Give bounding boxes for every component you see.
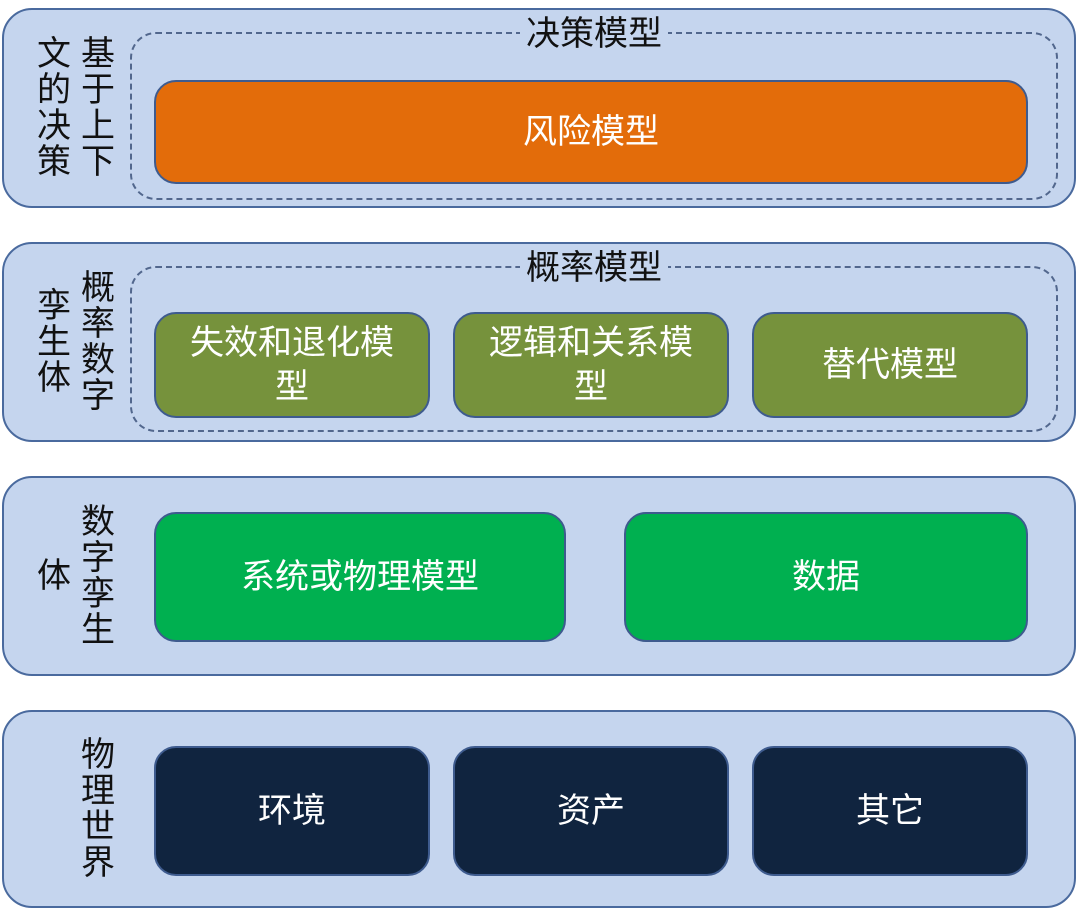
box-logic-relation-model: 逻辑和关系模型 xyxy=(453,312,729,418)
side-label-char: 数 xyxy=(81,502,115,542)
side-label-char: 字 xyxy=(81,538,115,578)
side-label-char: 世 xyxy=(81,807,115,847)
box-others: 其它 xyxy=(752,746,1028,876)
group-title-text: 决策模型 xyxy=(520,14,668,54)
side-label-char: 的 xyxy=(37,70,71,110)
side-label-char: 孪 xyxy=(81,574,115,614)
side-label-char: 物 xyxy=(81,735,115,775)
side-label-column: 物理世界 xyxy=(76,737,120,881)
group-title: 概率模型 xyxy=(132,248,1056,288)
side-label-column: 孪生体 xyxy=(32,288,76,396)
box-risk-model: 风险模型 xyxy=(154,80,1028,184)
box-environment: 环境 xyxy=(154,746,430,876)
layer-physical-world-side-label: 物理世界 xyxy=(72,712,120,906)
box-system-physical-model: 系统或物理模型 xyxy=(154,512,566,642)
side-label-char: 体 xyxy=(37,556,71,596)
side-label-column: 概率数字 xyxy=(76,270,120,414)
side-label-char: 孪 xyxy=(37,286,71,326)
side-label-char: 决 xyxy=(37,106,71,146)
box-data: 数据 xyxy=(624,512,1028,642)
side-label-column: 数字孪生 xyxy=(76,504,120,648)
side-label-char: 率 xyxy=(81,304,115,344)
side-label-char: 数 xyxy=(81,340,115,380)
layer-probabilistic-twin-side-label: 概率数字 孪生体 xyxy=(28,244,120,440)
group-decision-model: 决策模型 xyxy=(130,14,1058,200)
side-label-char: 字 xyxy=(81,376,115,416)
side-label-char: 下 xyxy=(81,142,115,182)
layer-probabilistic-twin: 概率数字 孪生体 概率模型 失效和退化模型 逻辑和关系模型 替代模型 xyxy=(2,242,1076,442)
group-title: 决策模型 xyxy=(132,14,1056,54)
side-label-char: 概 xyxy=(81,268,115,308)
side-label-char: 生 xyxy=(37,322,71,362)
side-label-char: 策 xyxy=(37,142,71,182)
side-label-char: 上 xyxy=(81,106,115,146)
side-label-column: 基于上下 xyxy=(76,36,120,180)
side-label-char: 文 xyxy=(37,34,71,74)
layer-physical-world: 物理世界 环境 资产 其它 xyxy=(2,710,1076,908)
group-title-text: 概率模型 xyxy=(520,248,668,288)
side-label-char: 界 xyxy=(81,843,115,883)
layer-digital-twin-side-label: 数字孪生 体 xyxy=(28,478,120,674)
side-label-char: 基 xyxy=(81,34,115,74)
side-label-char: 生 xyxy=(81,610,115,650)
layer-digital-twin: 数字孪生 体 系统或物理模型 数据 xyxy=(2,476,1076,676)
group-probabilistic-model: 概率模型 xyxy=(130,248,1058,432)
box-failure-degradation-model: 失效和退化模型 xyxy=(154,312,430,418)
side-label-char: 理 xyxy=(81,771,115,811)
layer-decision: 基于上下 文的决策 决策模型 风险模型 xyxy=(2,8,1076,208)
side-label-column: 体 xyxy=(32,558,76,594)
side-label-column: 文的决策 xyxy=(32,36,76,180)
box-assets: 资产 xyxy=(453,746,729,876)
side-label-char: 体 xyxy=(37,358,71,398)
layer-decision-side-label: 基于上下 文的决策 xyxy=(28,10,120,206)
box-surrogate-model: 替代模型 xyxy=(752,312,1028,418)
side-label-char: 于 xyxy=(81,70,115,110)
